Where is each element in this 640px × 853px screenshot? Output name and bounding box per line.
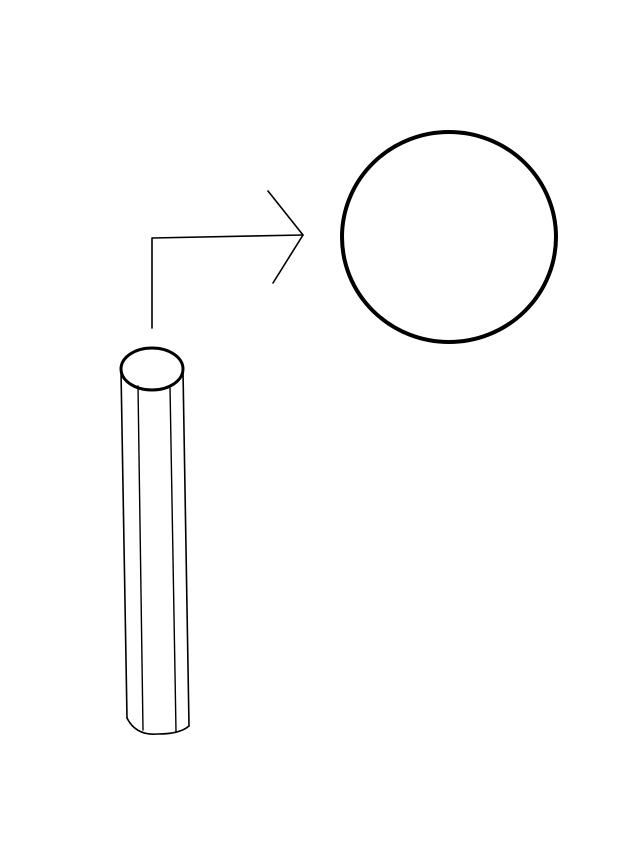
cylinder-inner-line-right bbox=[169, 385, 177, 732]
cylinder-left-edge bbox=[120, 370, 128, 719]
arrow-shaft bbox=[151, 234, 304, 329]
cylinder-inner-line-left bbox=[137, 385, 144, 731]
bent-arrow bbox=[151, 190, 304, 329]
circle bbox=[340, 130, 558, 344]
cylinder-right-edge bbox=[182, 370, 190, 727]
cylinder-rod bbox=[119, 346, 190, 735]
cylinder-top-ellipse bbox=[119, 346, 185, 392]
cylinder-bottom-curve bbox=[126, 717, 190, 735]
arrow-head bbox=[267, 190, 304, 284]
